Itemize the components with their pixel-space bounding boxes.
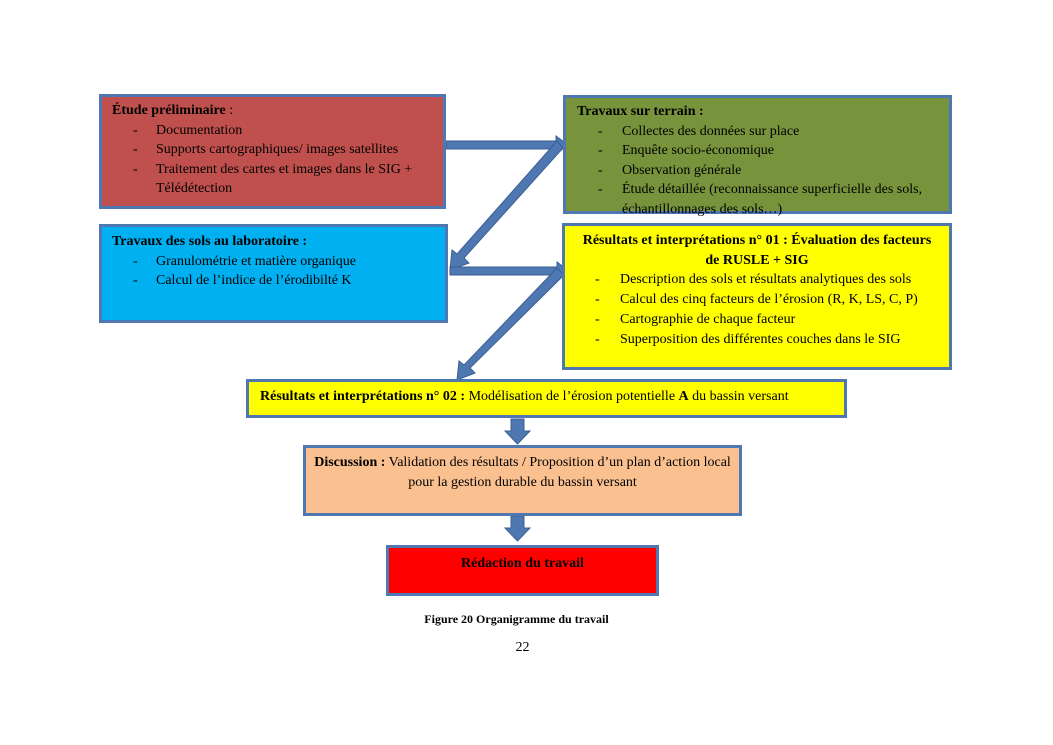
arrow-terrain-to-labo: [449, 140, 564, 271]
redaction-title: Rédaction du travail: [461, 556, 584, 571]
list-item-text: Documentation: [156, 122, 243, 138]
terrain-list: - Collectes des données sur place - Enquêt…: [577, 122, 938, 220]
list-dash: -: [133, 122, 138, 138]
discussion-text: Validation des résultats / Proposition d…: [385, 455, 731, 490]
res2-text-before: Modélisation de l’érosion potentielle: [465, 389, 679, 404]
list-dash: -: [595, 312, 600, 327]
page-number: 22: [515, 640, 530, 655]
etude-title-line: Étude préliminaire :: [112, 101, 433, 121]
list-item-text: Granulométrie et matière organique: [156, 253, 356, 269]
resultats-02-box: Résultats et interprétations n° 02 : Mod…: [246, 379, 847, 418]
list-dash: -: [598, 182, 603, 197]
list-item: - Supports cartographiques/ images satell…: [112, 140, 433, 160]
terrain-title: Travaux sur terrain :: [577, 104, 704, 119]
list-item: - Calcul de l’indice de l’érodibilté K: [112, 271, 435, 291]
list-dash: -: [598, 162, 603, 178]
list-dash: -: [598, 123, 603, 139]
list-item: - Étude détaillée (reconnaissance superfi…: [577, 180, 938, 219]
list-dash: -: [595, 292, 600, 307]
etude-preliminaire-box: Étude préliminaire : - Documentation - Sup…: [99, 94, 446, 209]
arrow-res1-to-res2: [456, 267, 565, 381]
res2-text-after: du bassin versant: [688, 389, 789, 404]
list-item-text: Enquête socio-économique: [622, 143, 775, 158]
list-item-text: Étude détaillée (reconnaissance superfic…: [622, 182, 923, 217]
list-item: - Observation générale: [577, 161, 938, 181]
arrow-discussion-to-redaction: [503, 515, 532, 542]
list-dash: -: [133, 253, 138, 269]
etude-title-suffix: :: [225, 103, 234, 118]
list-dash: -: [598, 143, 603, 158]
list-item: - Superposition des différentes couches d…: [576, 330, 938, 350]
list-dash: -: [133, 273, 138, 288]
labo-title: Travaux des sols au laboratoire :: [112, 234, 308, 249]
list-item-text: Supports cartographiques/ images satelli…: [156, 142, 399, 157]
list-dash: -: [133, 161, 138, 177]
list-item: - Description des sols et résultats analy…: [576, 270, 938, 290]
arrow-res2-to-discussion: [503, 418, 532, 445]
etude-title: Étude préliminaire: [112, 103, 226, 118]
list-item-text: Calcul des cinq facteurs de l’érosion (R…: [620, 292, 918, 307]
list-item-text: Superposition des différentes couches da…: [620, 332, 901, 347]
labo-list: - Granulométrie et matière organique - Cal…: [112, 252, 435, 291]
travaux-laboratoire-box: Travaux des sols au laboratoire : - Granu…: [99, 224, 448, 323]
list-item: - Documentation: [112, 121, 433, 141]
discussion-box: Discussion : Validation des résultats / …: [303, 445, 742, 516]
list-dash: -: [595, 272, 600, 287]
etude-list: - Documentation - Supports cartographiques…: [112, 121, 433, 199]
list-item-text: Description des sols et résultats analyt…: [620, 272, 912, 287]
res2-text-bold: A: [678, 389, 689, 404]
list-item: - Calcul des cinq facteurs de l’érosion (…: [576, 290, 938, 310]
figure-caption: Figure 20 Organigramme du travail: [424, 612, 609, 626]
list-dash: -: [595, 332, 600, 347]
list-item: - Collectes des données sur place: [577, 122, 938, 142]
list-item: - Granulométrie et matière organique: [112, 252, 435, 272]
redaction-box: Rédaction du travail: [386, 545, 659, 596]
list-item-text: Collectes des données sur place: [622, 123, 800, 139]
travaux-terrain-box: Travaux sur terrain : - Collectes des don…: [563, 95, 952, 217]
list-item: - Enquête socio-économique: [577, 141, 938, 161]
discussion-title: Discussion :: [314, 455, 386, 470]
resultats-01-box: Résultats et interprétations n° 01 : Éva…: [562, 223, 952, 370]
list-item-text: Cartographie de chaque facteur: [620, 312, 796, 327]
list-dash: -: [133, 142, 138, 157]
list-item: - Cartographie de chaque facteur: [576, 310, 938, 330]
res1-title: Résultats et interprétations n° 01 : Éva…: [582, 233, 932, 268]
res2-title: Résultats et interprétations n° 02 :: [260, 389, 466, 404]
res1-list: - Description des sols et résultats analy…: [576, 270, 938, 350]
list-item: - Traitement des cartes et images dans le…: [112, 160, 433, 199]
list-item-text: Observation générale: [622, 162, 742, 178]
list-item-text: Calcul de l’indice de l’érodibilté K: [156, 273, 352, 288]
list-item-text: Traitement des cartes et images dans le …: [156, 161, 413, 197]
